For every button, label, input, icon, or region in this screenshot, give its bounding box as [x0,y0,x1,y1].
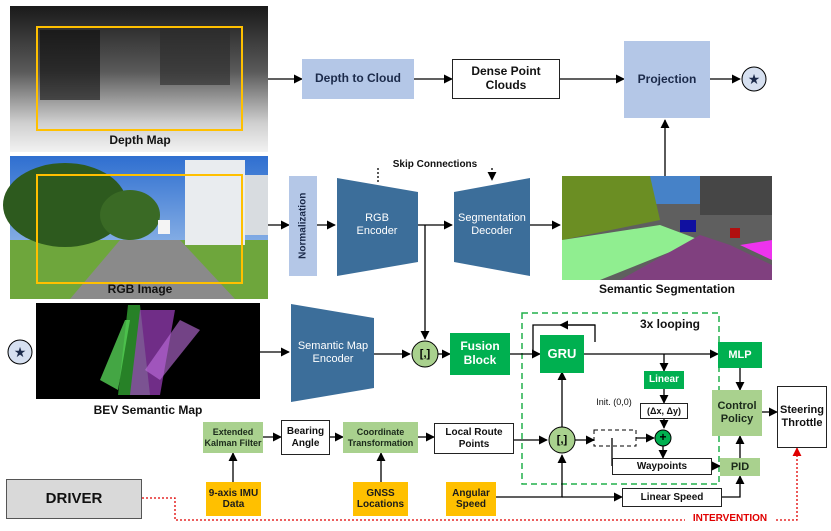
fusion-block: Fusion Block [450,333,510,375]
semantic-map-encoder-label: Semantic Map Encoder [297,340,369,365]
segmentation-decoder-shape [454,178,530,276]
bev-map-label: BEV Semantic Map [93,403,203,417]
linear-block: Linear [644,371,684,389]
rgb-image-label: RGB Image [107,282,173,296]
pid-block: PID [720,458,760,476]
semantic-segmentation-image [562,176,772,280]
gru-block: GRU [540,335,584,373]
waypoints-block: Waypoints [612,458,712,475]
gnss-block: GNSS Locations [353,482,408,516]
driver-block: DRIVER [6,479,142,519]
arrows [228,74,778,502]
rgb-image [3,156,268,299]
steering-throttle-block: Steering Throttle [777,386,827,448]
bev-map-image [36,303,260,399]
intervention-line [142,447,802,521]
coordinate-transformation-block: Coordinate Transformation [343,422,418,453]
init-dashed-box [593,429,637,447]
star-top: ★ [747,70,761,87]
star-circle-top [741,66,767,92]
linear-speed-block: Linear Speed [622,488,722,507]
semantic-segmentation-label: Semantic Segmentation [598,282,736,296]
depth-to-cloud-block: Depth to Cloud [302,59,414,99]
skip-connections-label: Skip Connections [380,159,490,171]
angular-speed-block: Angular Speed [446,482,496,516]
semantic-map-encoder-shape [291,304,374,402]
bearing-angle-block: Bearing Angle [281,420,330,455]
star-circle-left [7,339,33,365]
delta-block: (Δx, Δy) [640,403,688,419]
rgb-encoder-label: RGB Encoder [356,212,398,237]
control-policy-block: Control Policy [712,390,762,436]
normalization-label: Normalization [297,192,309,260]
star-left: ★ [13,343,27,360]
concat-top-label: [,] [419,347,431,360]
looping-label: 3x looping [640,317,700,331]
segmentation-decoder-label: Segmentation Decoder [458,212,526,237]
plus-label: + [659,430,667,445]
local-route-points-block: Local Route Points [434,423,514,454]
imu-block: 9-axis IMU Data [206,482,261,516]
normalization-block: Normalization [289,176,317,276]
ekf-block: Extended Kalman Filter [203,422,263,453]
intervention-label: INTERVENTION [685,513,775,525]
mlp-block: MLP [718,342,762,368]
depth-map-image [10,6,268,152]
rgb-encoder-shape [337,178,418,276]
projection-block: Projection [624,41,710,118]
depth-map-label: Depth Map [109,133,171,147]
concat-bottom-label: [,] [556,433,568,446]
init-label: Init. (0,0) [596,397,632,407]
dense-point-clouds-block: Dense Point Clouds [452,59,560,99]
